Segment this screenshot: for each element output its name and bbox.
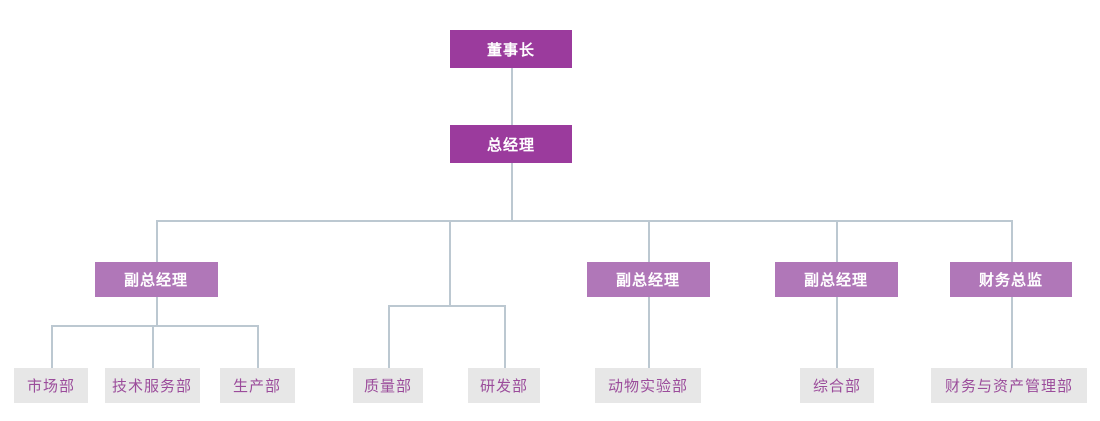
connector-line-vertical bbox=[388, 305, 390, 368]
connector-line-vertical bbox=[648, 220, 650, 262]
connector-line-vertical bbox=[648, 297, 650, 368]
connector-line-vertical bbox=[51, 325, 53, 368]
connector-line-vertical bbox=[511, 163, 513, 220]
connector-line-vertical bbox=[156, 297, 158, 325]
org-node-tech-service-dept: 技术服务部 bbox=[104, 368, 200, 403]
connector-line-vertical bbox=[449, 220, 451, 305]
org-node-deputy-gm-2: 副总经理 bbox=[586, 262, 710, 297]
connector-line-vertical bbox=[1011, 297, 1013, 368]
org-node-general-manager: 总经理 bbox=[450, 125, 572, 163]
connector-line-vertical bbox=[156, 220, 158, 262]
connector-line-vertical bbox=[1011, 220, 1013, 262]
connector-line-vertical bbox=[836, 297, 838, 368]
org-node-deputy-gm-1: 副总经理 bbox=[94, 262, 218, 297]
org-node-deputy-gm-3: 副总经理 bbox=[774, 262, 898, 297]
org-node-finance-director: 财务总监 bbox=[950, 262, 1072, 297]
org-node-general-affairs-dept: 综合部 bbox=[800, 368, 874, 403]
org-node-production-dept: 生产部 bbox=[219, 368, 295, 403]
connector-line-horizontal bbox=[51, 325, 259, 327]
org-node-animal-lab-dept: 动物实验部 bbox=[595, 368, 701, 403]
connector-line-vertical bbox=[152, 325, 154, 368]
org-node-rnd-dept: 研发部 bbox=[468, 368, 540, 403]
connector-line-vertical bbox=[257, 325, 259, 368]
org-node-chairman: 董事长 bbox=[450, 30, 572, 68]
connector-line-vertical bbox=[504, 305, 506, 368]
connector-line-horizontal bbox=[156, 220, 1013, 222]
org-node-quality-dept: 质量部 bbox=[353, 368, 423, 403]
org-node-marketing-dept: 市场部 bbox=[14, 368, 88, 403]
org-node-finance-asset-dept: 财务与资产管理部 bbox=[931, 368, 1087, 403]
connector-line-vertical bbox=[511, 68, 513, 125]
connector-line-horizontal bbox=[388, 305, 506, 307]
connector-line-vertical bbox=[836, 220, 838, 262]
